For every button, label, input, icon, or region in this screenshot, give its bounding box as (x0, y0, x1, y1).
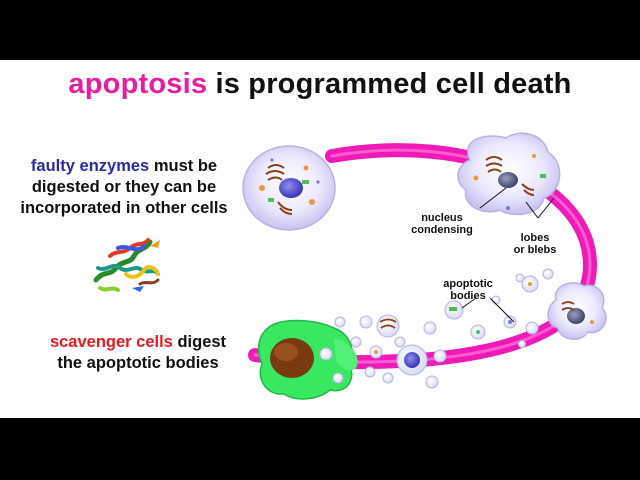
apoptotic-label-line-2: bodies (450, 290, 486, 302)
faulty-rest: must be (153, 157, 218, 175)
lobes-label-line-1: lobes (520, 232, 550, 244)
faulty-enzymes-text: faulty enzymes must be digested or they … (10, 156, 238, 219)
title-highlight: apoptosis (68, 68, 208, 100)
blebbing-cell-icon (457, 132, 561, 216)
title-rest: is programmed cell death (215, 68, 572, 100)
apoptotic-bodies-label: apoptotic bodies (432, 278, 504, 302)
slide: apoptosis is programmed cell death (0, 60, 640, 418)
nucleus-label-line-1: nucleus (421, 212, 463, 224)
faulty-highlight: faulty enzymes (30, 157, 150, 175)
lobes-blebs-label: lobes or blebs (505, 232, 565, 256)
apoptotic-label-line-1: apoptotic (443, 278, 493, 290)
slide-title: apoptosis is programmed cell death (0, 68, 640, 101)
faulty-line-2: digested or they can be (31, 178, 217, 196)
scavenger-cell-icon (257, 319, 358, 400)
fragmenting-cell-icon (521, 268, 607, 340)
scavenger-highlight: scavenger cells (49, 333, 173, 351)
faulty-line-1: faulty enzymes must be (10, 156, 238, 177)
healthy-cell-icon (242, 145, 336, 231)
apoptosis-diagram (93, 132, 607, 400)
nucleus-condensing-label: nucleus condensing (402, 212, 482, 236)
scavenger-rest: digest (177, 333, 227, 351)
scavenger-text: scavenger cells digest the apoptotic bod… (22, 332, 254, 374)
faulty-line-3: incorporated in other cells (20, 199, 228, 217)
protein-ribbon-structure-icon (93, 238, 160, 292)
nucleus-label-line-2: condensing (411, 224, 473, 236)
label-leader-lines (461, 187, 555, 323)
scavenger-line-2: the apoptotic bodies (57, 354, 219, 372)
lobes-label-line-2: or blebs (513, 244, 557, 256)
scavenger-line-1: scavenger cells digest (22, 332, 254, 353)
apoptotic-bodies-icon (334, 273, 526, 389)
